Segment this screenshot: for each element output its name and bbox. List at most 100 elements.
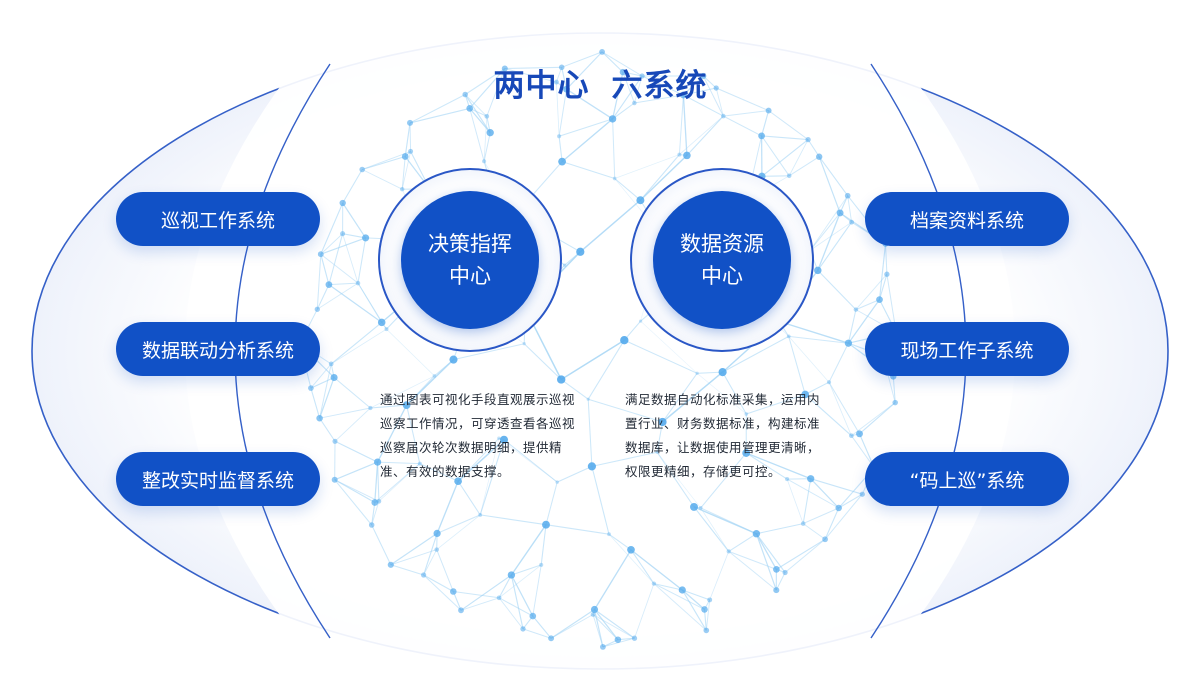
network-node	[701, 606, 708, 613]
network-node	[844, 192, 851, 199]
network-node	[558, 157, 566, 166]
system-onsite-work[interactable]: 现场工作子系统	[865, 322, 1069, 376]
network-node	[836, 209, 844, 217]
network-link	[722, 371, 747, 415]
network-node	[587, 462, 596, 471]
network-link	[404, 122, 411, 157]
network-link	[612, 75, 643, 120]
network-node	[849, 219, 855, 225]
network-link	[560, 339, 625, 381]
network-link	[630, 549, 655, 584]
network-node	[557, 134, 562, 139]
network-node	[539, 562, 544, 567]
network-node	[434, 547, 439, 552]
network-node	[449, 355, 458, 364]
network-link	[859, 402, 896, 435]
network-link	[370, 404, 407, 409]
network-link	[788, 156, 820, 177]
hub-decision-command[interactable]: 决策指挥 中心	[378, 168, 562, 352]
system-rectification-supervision[interactable]: 整改实时监督系统	[116, 452, 320, 506]
network-link	[452, 591, 462, 611]
network-node	[432, 374, 437, 378]
network-link	[377, 462, 380, 502]
network-link	[498, 597, 524, 630]
network-node	[892, 399, 898, 406]
network-link	[498, 564, 542, 599]
network-link	[639, 154, 688, 201]
network-node	[765, 107, 772, 114]
network-link	[802, 478, 812, 524]
network-link	[818, 156, 849, 197]
network-link	[683, 94, 724, 117]
network-node	[758, 132, 765, 140]
network-link	[817, 212, 841, 271]
network-link	[371, 501, 380, 526]
network-link	[716, 87, 769, 112]
network-link	[878, 243, 887, 300]
network-node	[822, 536, 828, 543]
network-node	[368, 522, 375, 528]
system-data-linkage-analysis[interactable]: 数据联动分析系统	[116, 322, 320, 376]
system-patrol-work[interactable]: 巡视工作系统	[116, 192, 320, 246]
network-node	[752, 530, 761, 538]
network-link	[851, 402, 896, 437]
network-link	[682, 75, 704, 96]
network-link	[423, 549, 438, 576]
system-code-patrol[interactable]: “码上巡”系统	[865, 452, 1069, 506]
network-link	[696, 373, 747, 415]
hub-decision-command-label-2: 中心	[449, 264, 491, 288]
network-node	[683, 151, 691, 160]
network-link	[409, 107, 470, 124]
network-link	[722, 335, 789, 373]
network-link	[788, 335, 849, 344]
network-node	[450, 588, 457, 595]
network-link	[558, 89, 567, 137]
network-link	[653, 583, 683, 591]
network-link	[810, 478, 840, 509]
network-node	[620, 336, 629, 345]
network-node	[417, 461, 422, 466]
network-link	[703, 609, 707, 631]
network-node	[639, 73, 645, 79]
network-node	[590, 605, 599, 614]
network-link	[464, 94, 488, 117]
network-link	[809, 212, 841, 251]
network-link	[320, 233, 343, 255]
network-link	[614, 154, 680, 179]
network-link	[561, 118, 614, 163]
network-node	[590, 612, 596, 617]
network-link	[608, 533, 655, 584]
network-link	[579, 199, 641, 253]
network-link	[588, 398, 663, 423]
network-link	[464, 94, 491, 134]
network-node	[529, 612, 537, 620]
network-link	[804, 393, 852, 437]
network-link	[768, 110, 809, 141]
network-link	[342, 169, 363, 204]
network-link	[409, 94, 466, 124]
network-link	[319, 377, 335, 419]
network-node	[308, 385, 314, 391]
network-node	[721, 113, 726, 119]
network-link	[310, 376, 335, 389]
network-link	[594, 609, 635, 639]
network-link	[510, 574, 534, 617]
network-node	[859, 491, 865, 497]
title-part-1: 两中心	[493, 68, 590, 104]
hub-data-resources[interactable]: 数据资源 中心	[630, 168, 814, 352]
network-link	[624, 339, 698, 374]
network-link	[423, 574, 454, 592]
network-node	[399, 186, 405, 192]
network-link	[479, 438, 500, 515]
network-link	[401, 156, 406, 190]
network-node	[558, 64, 565, 71]
network-link	[469, 107, 491, 134]
network-node	[401, 153, 409, 160]
network-link	[709, 551, 730, 601]
network-node	[377, 318, 386, 327]
network-node	[562, 263, 567, 267]
network-node	[718, 368, 727, 377]
network-link	[601, 51, 624, 73]
system-archives[interactable]: 档案资料系统	[865, 192, 1069, 246]
